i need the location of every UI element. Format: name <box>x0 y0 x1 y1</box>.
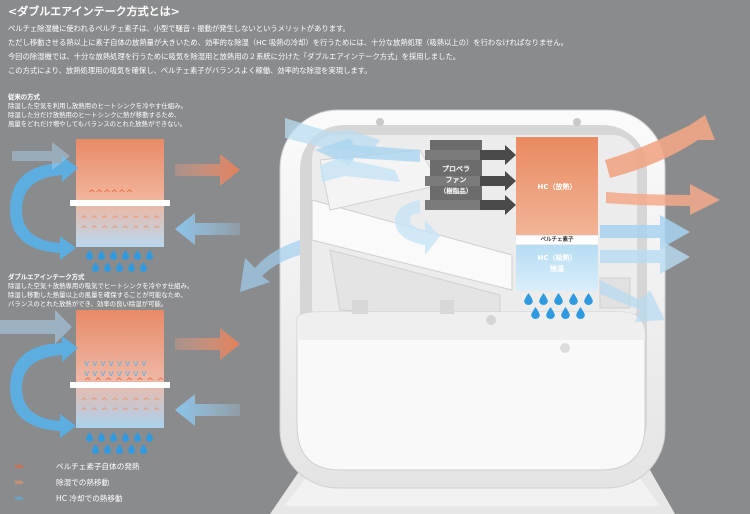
double-intake-heading: ダブルエアインテーク方式 <box>8 273 85 281</box>
legend-label: HC 冷却での熱移動 <box>56 494 123 503</box>
legend-marker-icon: ››››› <box>14 461 24 472</box>
hc-cold-label-line: HC（吸熱） <box>537 254 577 262</box>
legend-marker-icon: ››››› <box>14 493 24 504</box>
cool-chevron: v v v v v v v v <box>84 359 147 369</box>
page-title: <ダブルエアインテーク方式とは> <box>8 5 180 18</box>
fan-label-line: プロペラ <box>442 165 470 173</box>
legend-label: 除湿での熱移動 <box>56 478 110 487</box>
caption-line: 除湿した空気を利用し放熱用のヒートシンクを冷やす仕組み。 <box>8 102 187 110</box>
peltier-element <box>516 236 598 244</box>
caption-line: 除湿した空気＋放熱専用の吸気でヒートシンクを冷やす仕組み。 <box>8 282 194 290</box>
hc-cold-label-line: 除湿 <box>550 265 564 273</box>
legend-label: ペルチェ素子自体の発熱 <box>56 462 140 471</box>
legend-item: ››››› ペルチェ素子自体の発熱 <box>14 461 140 472</box>
heat-chevron: ^ ^ ^ ^ ^ ^ ^ ^ <box>80 215 160 225</box>
caption-line: 除湿した分だけ放熱用のヒートシンクに熱が移動するため、 <box>8 111 181 119</box>
double-intake-caption: ダブルエアインテーク方式 除湿した空気＋放熱専用の吸気でヒートシンクを冷やす仕組… <box>8 273 193 309</box>
hc-cold-label: HC（吸熱） 除湿 <box>516 253 598 275</box>
intro-line: ペルチェ除湿機に使われるペルチェ素子は、小型で騒音・振動が発生しないというメリッ… <box>8 24 350 33</box>
legend-item: ››››› HC 冷却での熱移動 <box>14 493 123 504</box>
peltier-label: ペルチェ素子 <box>540 237 574 243</box>
heat-chevron: ^ ^ ^ ^ ^ ^ ^ ^ <box>80 225 160 235</box>
double-intake-diagram: v v v v v v v v v v v v v v v v ^ ^ ^ ^ … <box>0 310 240 454</box>
fan-flow-arrows <box>480 145 516 215</box>
heat-chevron: ^ ^ ^ ^ ^ ^ ^ ^ <box>80 397 160 407</box>
propeller-fan <box>425 140 487 210</box>
conventional-heading: 従来の方式 <box>8 93 40 101</box>
heat-chevron: ^ ^ ^ ^ ^ ^ ^ ^ <box>84 377 164 387</box>
legend-marker-icon: ››››› <box>14 477 24 488</box>
hc-hot-block <box>516 137 598 235</box>
device-airflow <box>240 115 720 322</box>
intro-text: ペルチェ除湿機に使われるペルチェ素子は、小型で騒音・振動が発生しないというメリッ… <box>8 22 568 78</box>
legend-item: ››››› 除湿での熱移動 <box>14 477 109 488</box>
fan-label-line: ファン <box>445 176 467 184</box>
caption-line: 風量をどれだけ増やしてもバランスのとれた放熱ができない。 <box>8 120 187 128</box>
cool-chevron: v v v v v v v v <box>84 369 147 379</box>
fan-label-line: （樹脂品） <box>439 187 473 195</box>
heat-chevron: ^ ^ ^ ^ ^ ^ ^ ^ <box>80 407 160 417</box>
hc-cold-block <box>516 245 598 291</box>
caption-line: バランスのとれた放熱ができ、効率の良い除湿が可能。 <box>8 300 168 308</box>
hc-hot-label: HC（放熱） <box>537 183 577 191</box>
intro-line: ただし移動させる熱以上に素子自体の放熱量が大きいため、効率的な除湿（HC 吸熱の… <box>8 38 568 47</box>
heat-chevron: ^^^^^^ <box>88 189 133 199</box>
intro-line: この方式により、放熱処理用の吸気を確保し、ペルチェ素子がバランスよく稼働、効率的… <box>8 66 372 75</box>
intro-line: 今回の除湿機では、十分な放熱処理を行うために吸気を除湿用と放熱用の２系統に分けた… <box>8 52 461 61</box>
conventional-diagram: ^^^^^^ ^ ^ ^ ^ ^ ^ ^ ^ ^ ^ ^ ^ ^ ^ ^ ^ <box>10 139 240 272</box>
caption-line: 除湿し移動した熱量以上の風量を確保することが可能なため、 <box>8 291 187 299</box>
fan-label: プロペラ ファン （樹脂品） <box>432 164 480 197</box>
conventional-caption: 従来の方式 除湿した空気を利用し放熱用のヒートシンクを冷やす仕組み。 除湿した分… <box>8 93 187 129</box>
